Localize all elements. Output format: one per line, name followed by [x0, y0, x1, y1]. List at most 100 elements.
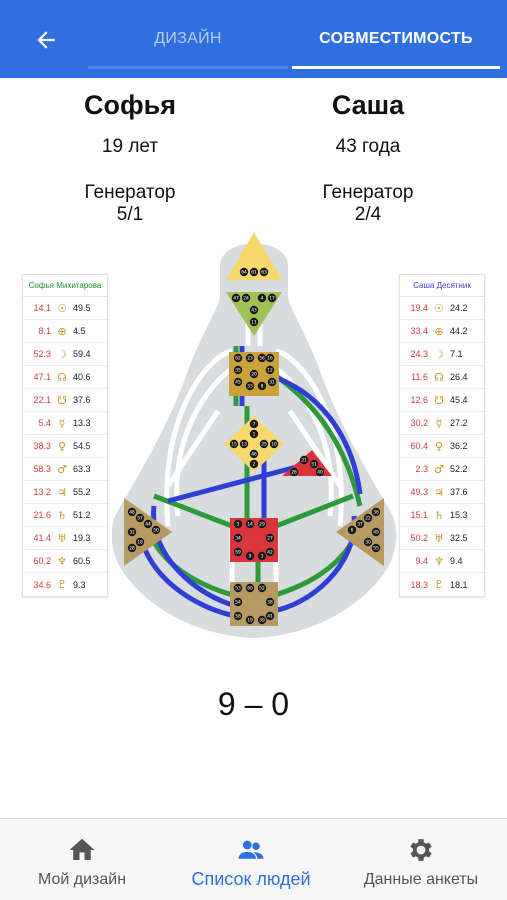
gate-number: 59 — [235, 550, 241, 556]
gate-number: 22 — [365, 516, 371, 522]
left-personality-gate: 55.2 — [73, 487, 91, 497]
gate-number: 34 — [235, 536, 241, 542]
tab-compatibility[interactable]: СОВМЕСТИМОСТЬ — [319, 30, 473, 47]
gate-number: 61 — [251, 270, 257, 276]
right-personality-gate: 26.4 — [450, 372, 468, 382]
right-person-profile: 2/4 — [354, 204, 382, 225]
home-icon — [69, 838, 95, 860]
nav-profile-data[interactable]: Данные анкеты — [346, 819, 496, 900]
left-planet-row: 5.4☿13.3 — [23, 412, 107, 435]
left-personality-gate: 19.3 — [73, 533, 91, 543]
left-design-gate: 34.6 — [33, 579, 51, 590]
gate-number: 7 — [253, 422, 256, 428]
back-button[interactable] — [30, 24, 62, 56]
right-design-gate: 60.4 — [410, 441, 428, 451]
gate-number: 13 — [241, 442, 247, 448]
left-planet-row: 22.1☋37.6 — [23, 389, 107, 412]
gate-number: 28 — [129, 546, 135, 552]
gate-dot — [135, 513, 145, 523]
left-table-header: Софья Михитарова — [23, 275, 107, 297]
right-planet-row: 15.1♄15.3 — [400, 504, 484, 527]
planet-glyph-icon: ♂ — [434, 462, 444, 476]
gate-dot — [239, 439, 249, 449]
right-planet-row: 9.4♆9.4 — [400, 550, 484, 573]
right-planet-row: 50.2♅32.5 — [400, 527, 484, 550]
left-personality-gate: 51.2 — [73, 510, 91, 520]
gate-dot — [233, 547, 243, 557]
right-design-gate: 9.4 — [415, 556, 428, 566]
left-planet-row: 60.2♆60.5 — [23, 550, 107, 573]
planet-glyph-icon: ☿ — [58, 416, 66, 430]
people-icon — [238, 840, 264, 859]
gate-number: 58 — [235, 614, 241, 620]
gate-number: 23 — [247, 356, 253, 362]
gate-dot — [143, 519, 153, 529]
planet-glyph-icon: ☽ — [434, 347, 444, 361]
right-planet-row: 11.6 ☊ 26.4 — [400, 366, 484, 389]
gate-number: 32 — [129, 530, 135, 536]
left-planet-row: 34.6♇9.3 — [23, 573, 107, 596]
gate-number: 49 — [373, 530, 379, 536]
left-design-gate: 58.3 — [33, 464, 51, 474]
tab-track — [88, 66, 288, 69]
planet-glyph-icon: ☉ — [434, 301, 444, 315]
left-personality-gate: 49.5 — [73, 303, 91, 313]
left-planet-row: 41.4♅19.3 — [23, 527, 107, 550]
right-personality-gate: 7.1 — [450, 349, 463, 359]
left-personality-gate: 13.3 — [73, 418, 91, 428]
gate-dot — [245, 615, 255, 625]
left-person-type: Генератор — [84, 182, 176, 203]
planet-glyph-icon: ☊ — [434, 370, 444, 384]
gate-number: 37 — [357, 522, 363, 528]
g-center — [224, 416, 284, 472]
right-table-header: Саша Десятник — [400, 275, 484, 297]
gate-dot — [249, 449, 259, 459]
gate-number: 41 — [267, 614, 273, 620]
left-personality-gate: 4.5 — [73, 326, 86, 336]
right-design-gate: 30.2 — [410, 418, 428, 428]
left-planet-row: 47.1☊40.6 — [23, 366, 107, 389]
right-design-gate: 15.1 — [410, 510, 428, 520]
right-design-gate: 11.6 — [411, 372, 428, 382]
gate-number: 47 — [233, 296, 239, 302]
right-personality-gate: 36.2 — [450, 441, 468, 451]
gate-number: 25 — [261, 442, 267, 448]
gate-number: 36 — [373, 510, 379, 516]
right-design-gate: 18.3 — [410, 579, 428, 590]
left-person-name: Софья — [84, 90, 176, 120]
left-design-gate: 14.1 — [33, 303, 51, 313]
planet-glyph-icon: ☽ — [57, 347, 67, 361]
left-planet-row: 52.3☽59.4 — [23, 343, 107, 366]
right-personality-gate: 15.3 — [450, 510, 468, 520]
gate-dot — [245, 381, 255, 391]
gate-dot — [245, 353, 255, 363]
gate-dot — [257, 519, 267, 529]
tab-design[interactable]: ДИЗАЙН — [154, 30, 222, 47]
planet-glyph-icon: ☋ — [434, 393, 444, 407]
left-design-gate: 13.2 — [33, 487, 51, 497]
gate-dot — [127, 507, 137, 517]
left-design-gate: 60.2 — [33, 556, 51, 566]
gate-dot — [249, 429, 259, 439]
planet-glyph-icon: ♄ — [57, 508, 67, 522]
right-design-gate: 2.3 — [415, 464, 428, 474]
nav-my-design[interactable]: Мой дизайн — [12, 819, 152, 900]
bottom-navigation: Мой дизайн Список людей Данные анкеты — [0, 818, 507, 900]
gate-dot — [267, 377, 277, 387]
nav-people-list[interactable]: Список людей — [170, 819, 332, 900]
left-design-gate: 8.1 — [38, 326, 51, 336]
gate-number: 6 — [351, 528, 354, 534]
gate-dot — [355, 519, 365, 529]
right-design-gate: 49.3 — [410, 487, 428, 497]
gate-dot — [265, 353, 275, 363]
gate-number: 19 — [247, 618, 253, 624]
gate-dot — [151, 525, 161, 535]
gate-number: 1 — [253, 432, 256, 438]
gate-dot — [245, 551, 255, 561]
planet-glyph-icon: ♅ — [57, 531, 67, 545]
gate-dot — [233, 377, 243, 387]
gate-number: 17 — [269, 296, 275, 302]
